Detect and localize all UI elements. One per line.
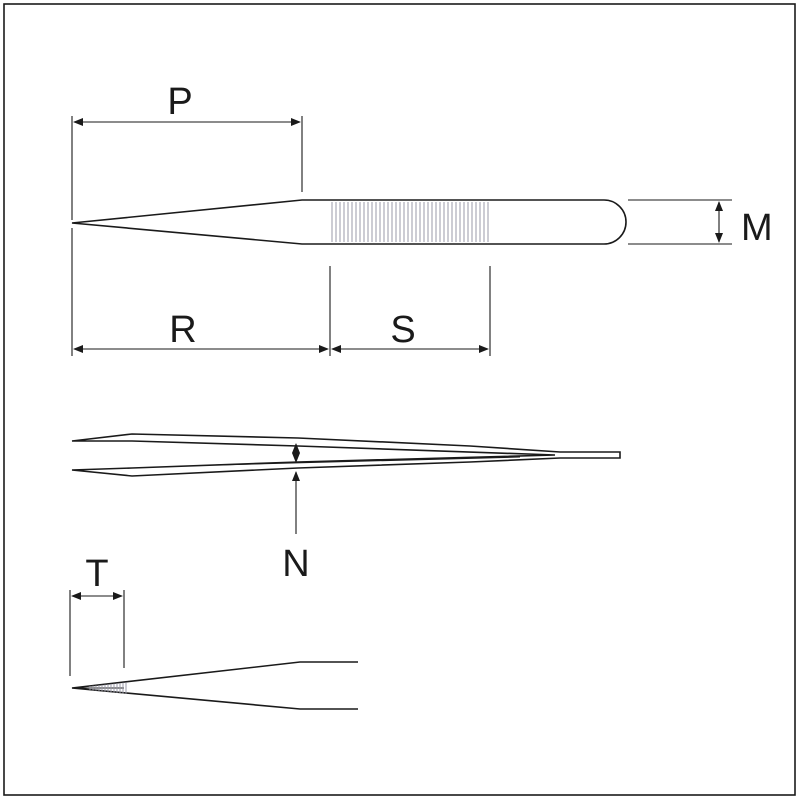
tip-outline	[71, 661, 358, 710]
label-s: S	[390, 309, 415, 351]
diagram-frame	[3, 3, 796, 796]
dimension-p: P	[71, 81, 303, 220]
tweezers-side-outline	[71, 433, 621, 477]
dimension-r: R	[71, 228, 331, 356]
label-t: T	[85, 553, 108, 595]
grip-pattern	[331, 202, 489, 242]
tip-serration	[89, 682, 127, 694]
label-n: N	[282, 543, 309, 585]
dimension-s: S	[331, 266, 491, 356]
dimension-m: M	[628, 199, 773, 249]
tip-detail-view	[71, 661, 358, 710]
tweezers-side-detail	[214, 456, 521, 466]
top-view-tweezers	[71, 199, 627, 245]
label-m: M	[741, 207, 773, 249]
tweezers-top-outline	[71, 199, 627, 245]
dimension-n: N	[282, 443, 310, 585]
dimension-t: T	[69, 553, 125, 676]
label-r: R	[169, 309, 196, 351]
label-p: P	[167, 81, 192, 123]
side-view-tweezers	[71, 433, 621, 477]
